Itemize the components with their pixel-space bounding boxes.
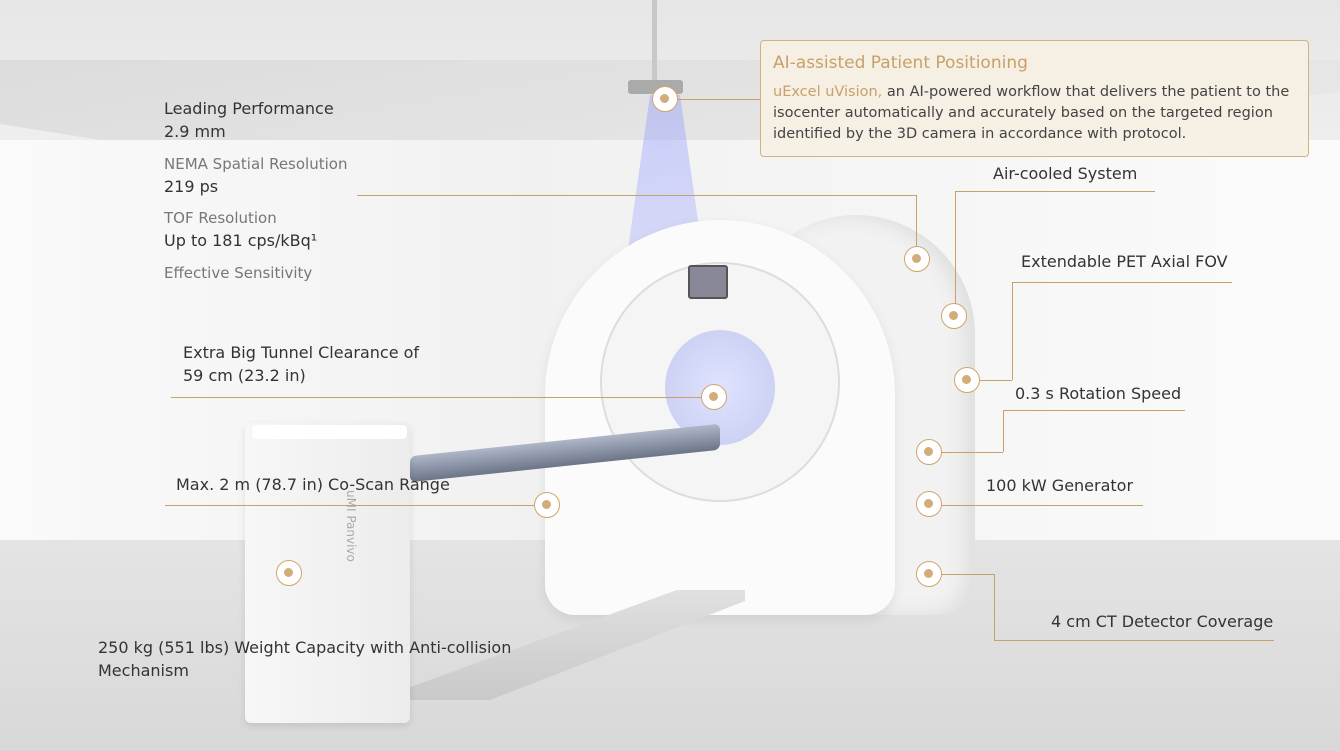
hotspot-generator[interactable]	[916, 491, 942, 517]
connector-line	[165, 505, 534, 506]
spec-value: Up to 181 cps/kBq¹	[164, 231, 318, 250]
spec-label: TOF Resolution	[164, 209, 277, 227]
callout-detector: 4 cm CT Detector Coverage	[1051, 612, 1274, 631]
product-label: uMI Panvivo	[344, 490, 358, 562]
connector-line	[955, 191, 1155, 192]
callout-tunnel: Extra Big Tunnel Clearance of	[183, 343, 420, 362]
connector-line	[994, 640, 1274, 641]
hotspot-air-cooled[interactable]	[941, 303, 967, 329]
popup-body: an AI-powered workflow that delivers the…	[773, 84, 1290, 142]
connector-line	[980, 380, 1012, 381]
spec-label: Effective Sensitivity	[164, 264, 313, 282]
hotspot-tunnel[interactable]	[701, 384, 727, 410]
connector-line	[1012, 282, 1232, 283]
connector-line	[994, 574, 995, 640]
hotspot-detector[interactable]	[916, 561, 942, 587]
callout-axial-fov: Extendable PET Axial FOV	[1021, 252, 1228, 271]
callout-weight-2: Mechanism	[98, 661, 189, 680]
connector-line	[1003, 410, 1185, 411]
callout-air-cooled: Air-cooled System	[993, 164, 1138, 183]
camera-mount	[652, 0, 657, 82]
connector-line	[1012, 282, 1013, 380]
hotspot-rotation[interactable]	[916, 439, 942, 465]
callout-tunnel-value: 59 cm (23.2 in)	[183, 366, 306, 385]
connector-line	[942, 452, 1003, 453]
hotspot-performance[interactable]	[904, 246, 930, 272]
spec-value: 2.9 mm	[164, 122, 226, 141]
gantry-screen	[688, 265, 728, 299]
pedestal-top	[252, 425, 407, 439]
connector-line	[171, 397, 701, 398]
connector-line	[942, 505, 1143, 506]
connector-line	[677, 99, 760, 100]
connector-line	[357, 195, 916, 196]
callout-rotation: 0.3 s Rotation Speed	[1015, 384, 1182, 403]
popup-text: uExcel uVision, an AI-powered workflow t…	[773, 82, 1296, 145]
hotspot-axial-fov[interactable]	[954, 367, 980, 393]
connector-line	[916, 195, 917, 247]
hotspot-ai-positioning[interactable]	[652, 86, 678, 112]
couch-pedestal	[245, 423, 410, 723]
spec-label: Leading Performance	[164, 99, 334, 118]
callout-weight: 250 kg (551 lbs) Weight Capacity with An…	[98, 638, 512, 657]
hotspot-coscan[interactable]	[534, 492, 560, 518]
callout-coscan: Max. 2 m (78.7 in) Co-Scan Range	[176, 475, 450, 494]
hotspot-weight[interactable]	[276, 560, 302, 586]
spec-label: NEMA Spatial Resolution	[164, 155, 348, 173]
connector-line	[1003, 410, 1004, 452]
connector-line	[955, 191, 956, 304]
callout-generator: 100 kW Generator	[986, 476, 1134, 495]
popup-highlight: uExcel uVision,	[773, 84, 883, 100]
spec-value: 219 ps	[164, 177, 219, 196]
ai-positioning-popup: AI-assisted Patient Positioning uExcel u…	[760, 40, 1309, 157]
popup-title: AI-assisted Patient Positioning	[773, 53, 1028, 73]
connector-line	[942, 574, 994, 575]
